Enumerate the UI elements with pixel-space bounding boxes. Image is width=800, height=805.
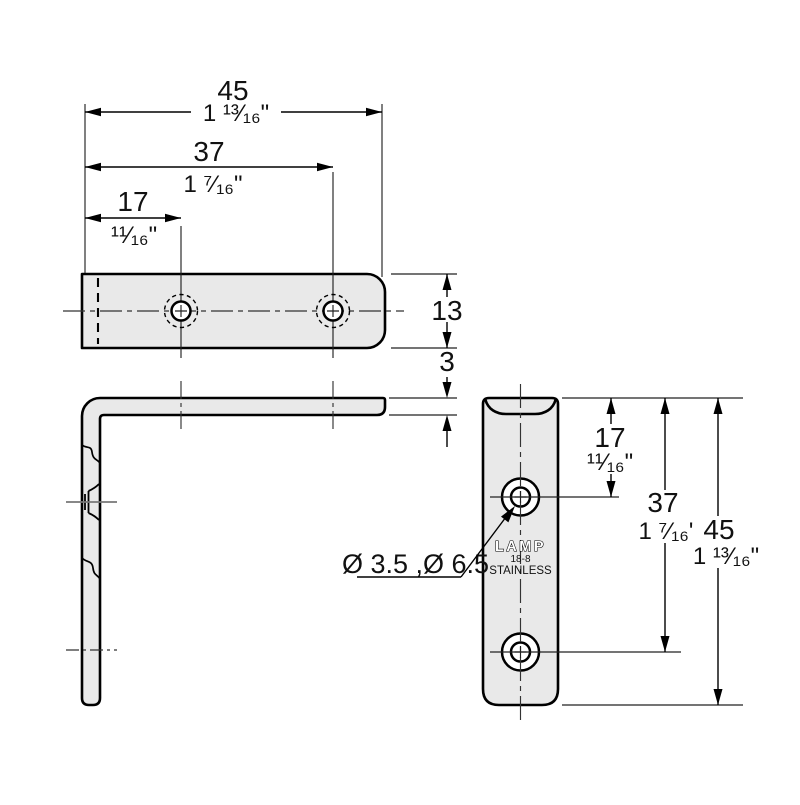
label-mask bbox=[588, 424, 634, 474]
dimension-thickness: 3 bbox=[389, 346, 457, 447]
arrowhead-up-icon bbox=[713, 398, 723, 414]
arrowhead-down-icon bbox=[606, 481, 616, 497]
dimension-hole-offset-vertical: 17 ¹¹⁄₁₆" bbox=[587, 398, 634, 497]
break-line-upper bbox=[81, 444, 101, 464]
countersink-flare-bottom bbox=[88, 512, 100, 521]
arrowhead-down-icon bbox=[713, 689, 723, 705]
arrowhead-down-icon bbox=[442, 382, 452, 398]
dim-37-mm-label: 37 bbox=[193, 136, 224, 167]
side-view bbox=[66, 381, 387, 707]
dimension-plate-width: 13 bbox=[391, 273, 463, 349]
front-view: LAMP 18-8 STAINLESS bbox=[481, 384, 560, 723]
label-mask bbox=[191, 101, 281, 123]
dim-17-inch-label: ¹¹⁄₁₆" bbox=[587, 449, 633, 476]
dim-13-mm-label: 13 bbox=[431, 295, 462, 326]
leader-arrowhead-icon bbox=[501, 506, 515, 523]
dim-37-inch-label: 1 ⁷⁄₁₆" bbox=[638, 518, 697, 545]
dim-17-mm-label: 17 bbox=[117, 186, 148, 217]
arrowhead-right-icon bbox=[366, 107, 382, 117]
hole1-cross-icon bbox=[175, 305, 187, 317]
dim-45-inch-label: 1 ¹³⁄₁₆" bbox=[203, 100, 269, 127]
label-mask bbox=[694, 516, 754, 568]
hole2-cross-icon bbox=[327, 305, 339, 317]
stamp: LAMP 18-8 STAINLESS bbox=[489, 538, 552, 577]
arrowhead-left-icon bbox=[85, 162, 101, 172]
hole1-countersink-dashed bbox=[163, 293, 199, 329]
label-mask bbox=[432, 297, 462, 322]
label-mask bbox=[640, 490, 694, 543]
arrowhead-right-icon bbox=[165, 213, 181, 223]
break-line-lower bbox=[81, 557, 101, 580]
hole2-countersink-dashed bbox=[315, 293, 351, 329]
leader-line bbox=[460, 508, 513, 578]
arrowhead-up-icon bbox=[606, 398, 616, 414]
countersink-flare-top bbox=[88, 483, 100, 492]
dim-37-mm-label: 37 bbox=[647, 487, 678, 518]
arrowhead-up-icon bbox=[442, 274, 452, 290]
dimension-hole-span-horizontal: 37 1 ⁷⁄₁₆" bbox=[85, 136, 333, 198]
logo-material: STAINLESS bbox=[489, 565, 552, 577]
right-dimensions: 17 ¹¹⁄₁₆" 37 1 ⁷⁄₁₆" 45 1 ¹³⁄₁₆" bbox=[490, 397, 759, 706]
top-view-plate bbox=[80, 272, 387, 350]
arrowhead-down-icon bbox=[442, 332, 452, 348]
dim-45-mm-label: 45 bbox=[217, 75, 248, 106]
dim-45-inch-label: 1 ¹³⁄₁₆" bbox=[693, 543, 759, 570]
dim-3-mm-label: 3 bbox=[439, 346, 455, 377]
arrowhead-left-icon bbox=[85, 107, 101, 117]
dimension-width-total-horizontal: 45 1 ¹³⁄₁₆" bbox=[84, 75, 383, 277]
hole-diameter-callout: Ø 3.5 ,Ø 6.5 bbox=[342, 506, 515, 579]
arrowhead-up-icon bbox=[442, 415, 452, 431]
arrowhead-right-icon bbox=[317, 162, 333, 172]
side-view-profile bbox=[80, 396, 387, 707]
hole-note-label: Ø 3.5 ,Ø 6.5 bbox=[342, 549, 489, 579]
dim-17-inch-label: ¹¹⁄₁₆" bbox=[111, 222, 157, 249]
dim-17-mm-label: 17 bbox=[594, 422, 625, 453]
arrowhead-up-icon bbox=[660, 398, 670, 414]
dimension-width-total-vertical: 45 1 ¹³⁄₁₆" bbox=[693, 398, 759, 705]
dim-45-mm-label: 45 bbox=[703, 514, 734, 545]
arrowhead-left-icon bbox=[85, 213, 101, 223]
dim-37-inch-label: 1 ⁷⁄₁₆" bbox=[183, 171, 242, 198]
dimension-hole-offset-horizontal: 17 ¹¹⁄₁₆" bbox=[85, 186, 181, 249]
arrowhead-down-icon bbox=[660, 636, 670, 652]
logo-grade: 18-8 bbox=[510, 554, 530, 565]
logo-text: LAMP bbox=[495, 539, 546, 555]
dimension-hole-span-vertical: 37 1 ⁷⁄₁₆" bbox=[638, 398, 698, 652]
top-view bbox=[63, 172, 404, 358]
